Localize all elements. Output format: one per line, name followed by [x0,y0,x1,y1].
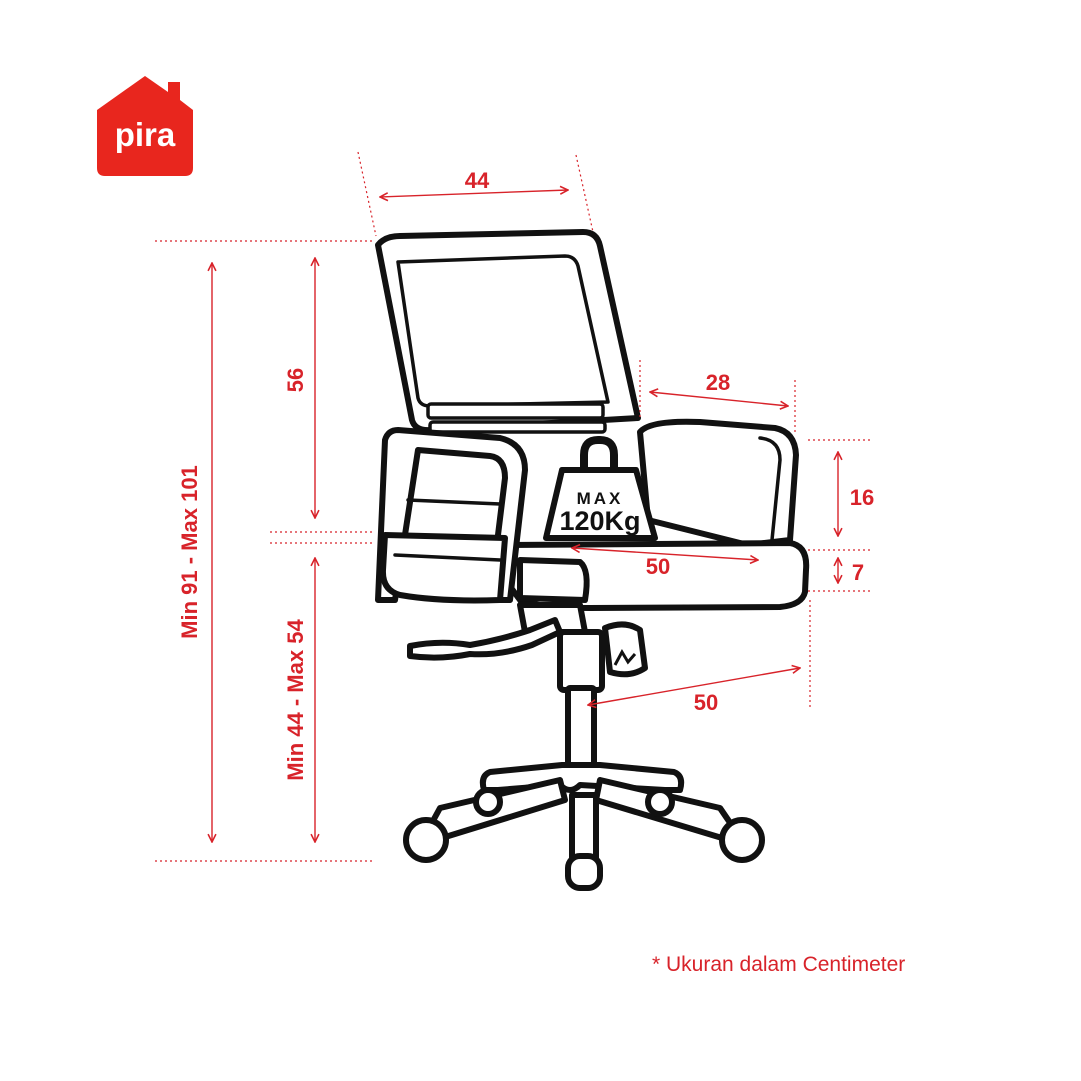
dim-backrest-width: 44 [357,151,594,237]
weight-max-label: MAX [577,489,624,508]
label-backrest-height: 56 [283,368,308,392]
weight-icon: MAX 120Kg [543,436,658,541]
logo-text: pira [115,116,176,153]
dim-backrest-height: 56 [270,258,372,544]
unit-note: * Ukuran dalam Centimeter [652,953,906,976]
dim-seat-width: 50 [572,548,758,579]
label-seat-height: Min 44 - Max 54 [283,619,308,781]
chair-illustration [375,229,810,891]
dim-seat-thickness: 7 [808,549,870,592]
dim-total-height: Min 91 - Max 101 [155,240,375,862]
label-base-width: 50 [694,690,718,715]
dim-armrest-height: 16 [808,439,874,536]
label-seat-width: 50 [646,554,670,579]
weight-value-label: 120Kg [559,506,640,536]
label-armrest-height: 16 [850,485,874,510]
label-total-height: Min 91 - Max 101 [177,465,202,639]
dim-base-width: 50 [588,600,811,715]
dim-seat-height: Min 44 - Max 54 [283,558,315,842]
label-backrest-width: 44 [465,168,490,193]
label-armrest-depth: 28 [706,370,730,395]
dim-armrest-depth: 28 [639,360,796,432]
pira-logo: pira [97,76,193,176]
label-seat-thickness: 7 [852,560,864,585]
